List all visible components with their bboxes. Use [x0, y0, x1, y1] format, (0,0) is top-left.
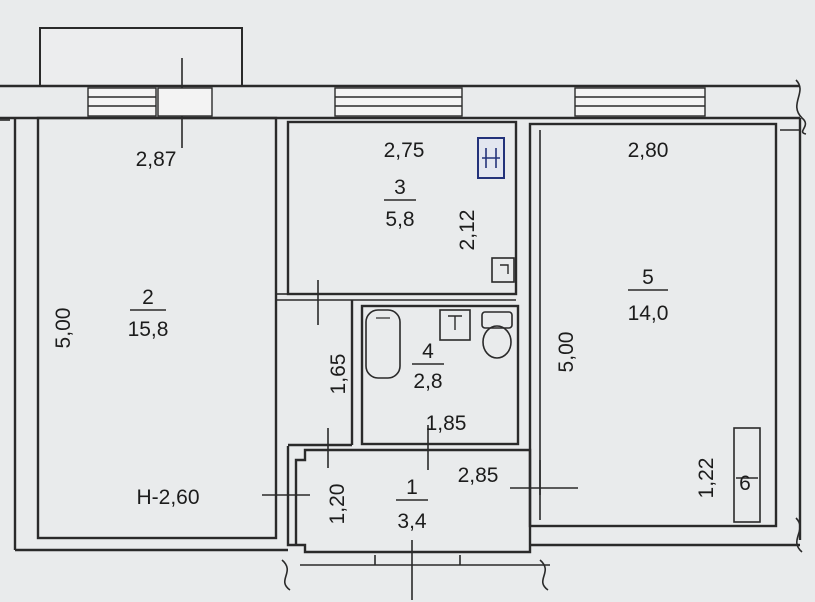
- dim-closet-length: 1,22: [695, 458, 718, 499]
- bath-sink-icon: [439, 309, 471, 341]
- dim-room-5-length: 5,00: [555, 332, 578, 373]
- break-mark-bottom-right: [539, 559, 549, 591]
- dim-hall-width: 2,85: [458, 464, 499, 487]
- room-2-number: 2: [142, 286, 154, 309]
- room-3-outline: [286, 120, 518, 296]
- break-mark-top: [795, 79, 807, 135]
- room-1-area: 3,4: [397, 510, 427, 533]
- dim-room-2-width: 2,87: [136, 148, 177, 171]
- dim-room-3-length: 2,12: [456, 210, 479, 251]
- exterior-wall: [0, 79, 807, 135]
- stove-icon: [477, 137, 505, 179]
- bottom-wall: [15, 517, 803, 591]
- room-1-outline: [286, 446, 532, 554]
- dim-room-5-width: 2,80: [628, 139, 669, 162]
- window-room-3: [334, 87, 463, 117]
- break-mark-bottom-left: [281, 559, 291, 591]
- dim-room-3-width: 2,75: [384, 139, 425, 162]
- balcony: [39, 27, 243, 87]
- closet-6-number: 6: [739, 472, 751, 495]
- room-1-number: 1: [406, 476, 418, 499]
- dim-bath-width: 1,85: [426, 412, 467, 435]
- room-5-number: 5: [642, 266, 654, 289]
- dim-hall-length: 1,20: [326, 484, 349, 525]
- room-4-number: 4: [422, 340, 434, 363]
- toilet-icon: [481, 311, 513, 359]
- room-2-outline: [36, 116, 278, 540]
- window-room-5: [574, 87, 706, 117]
- room-5-outline: [528, 122, 778, 528]
- window-room-2: [87, 87, 157, 117]
- room-3-number: 3: [394, 176, 406, 199]
- room-5-area: 14,0: [628, 302, 669, 325]
- break-mark-right: [795, 517, 803, 553]
- closet-6-outline: [733, 427, 761, 523]
- section-marks: [262, 280, 758, 600]
- room-2-area: 15,8: [128, 318, 169, 341]
- dim-corridor-length: 1,65: [327, 354, 350, 395]
- room-4-area: 2,8: [413, 370, 442, 393]
- dim-room-2-length: 5,00: [52, 308, 75, 349]
- ceiling-height: H-2,60: [136, 486, 199, 509]
- bathtub-icon: [365, 309, 401, 379]
- balcony-door: [157, 87, 213, 117]
- sink-icon: [491, 257, 515, 283]
- room-4-outline: [360, 304, 520, 446]
- room-3-area: 5,8: [385, 208, 414, 231]
